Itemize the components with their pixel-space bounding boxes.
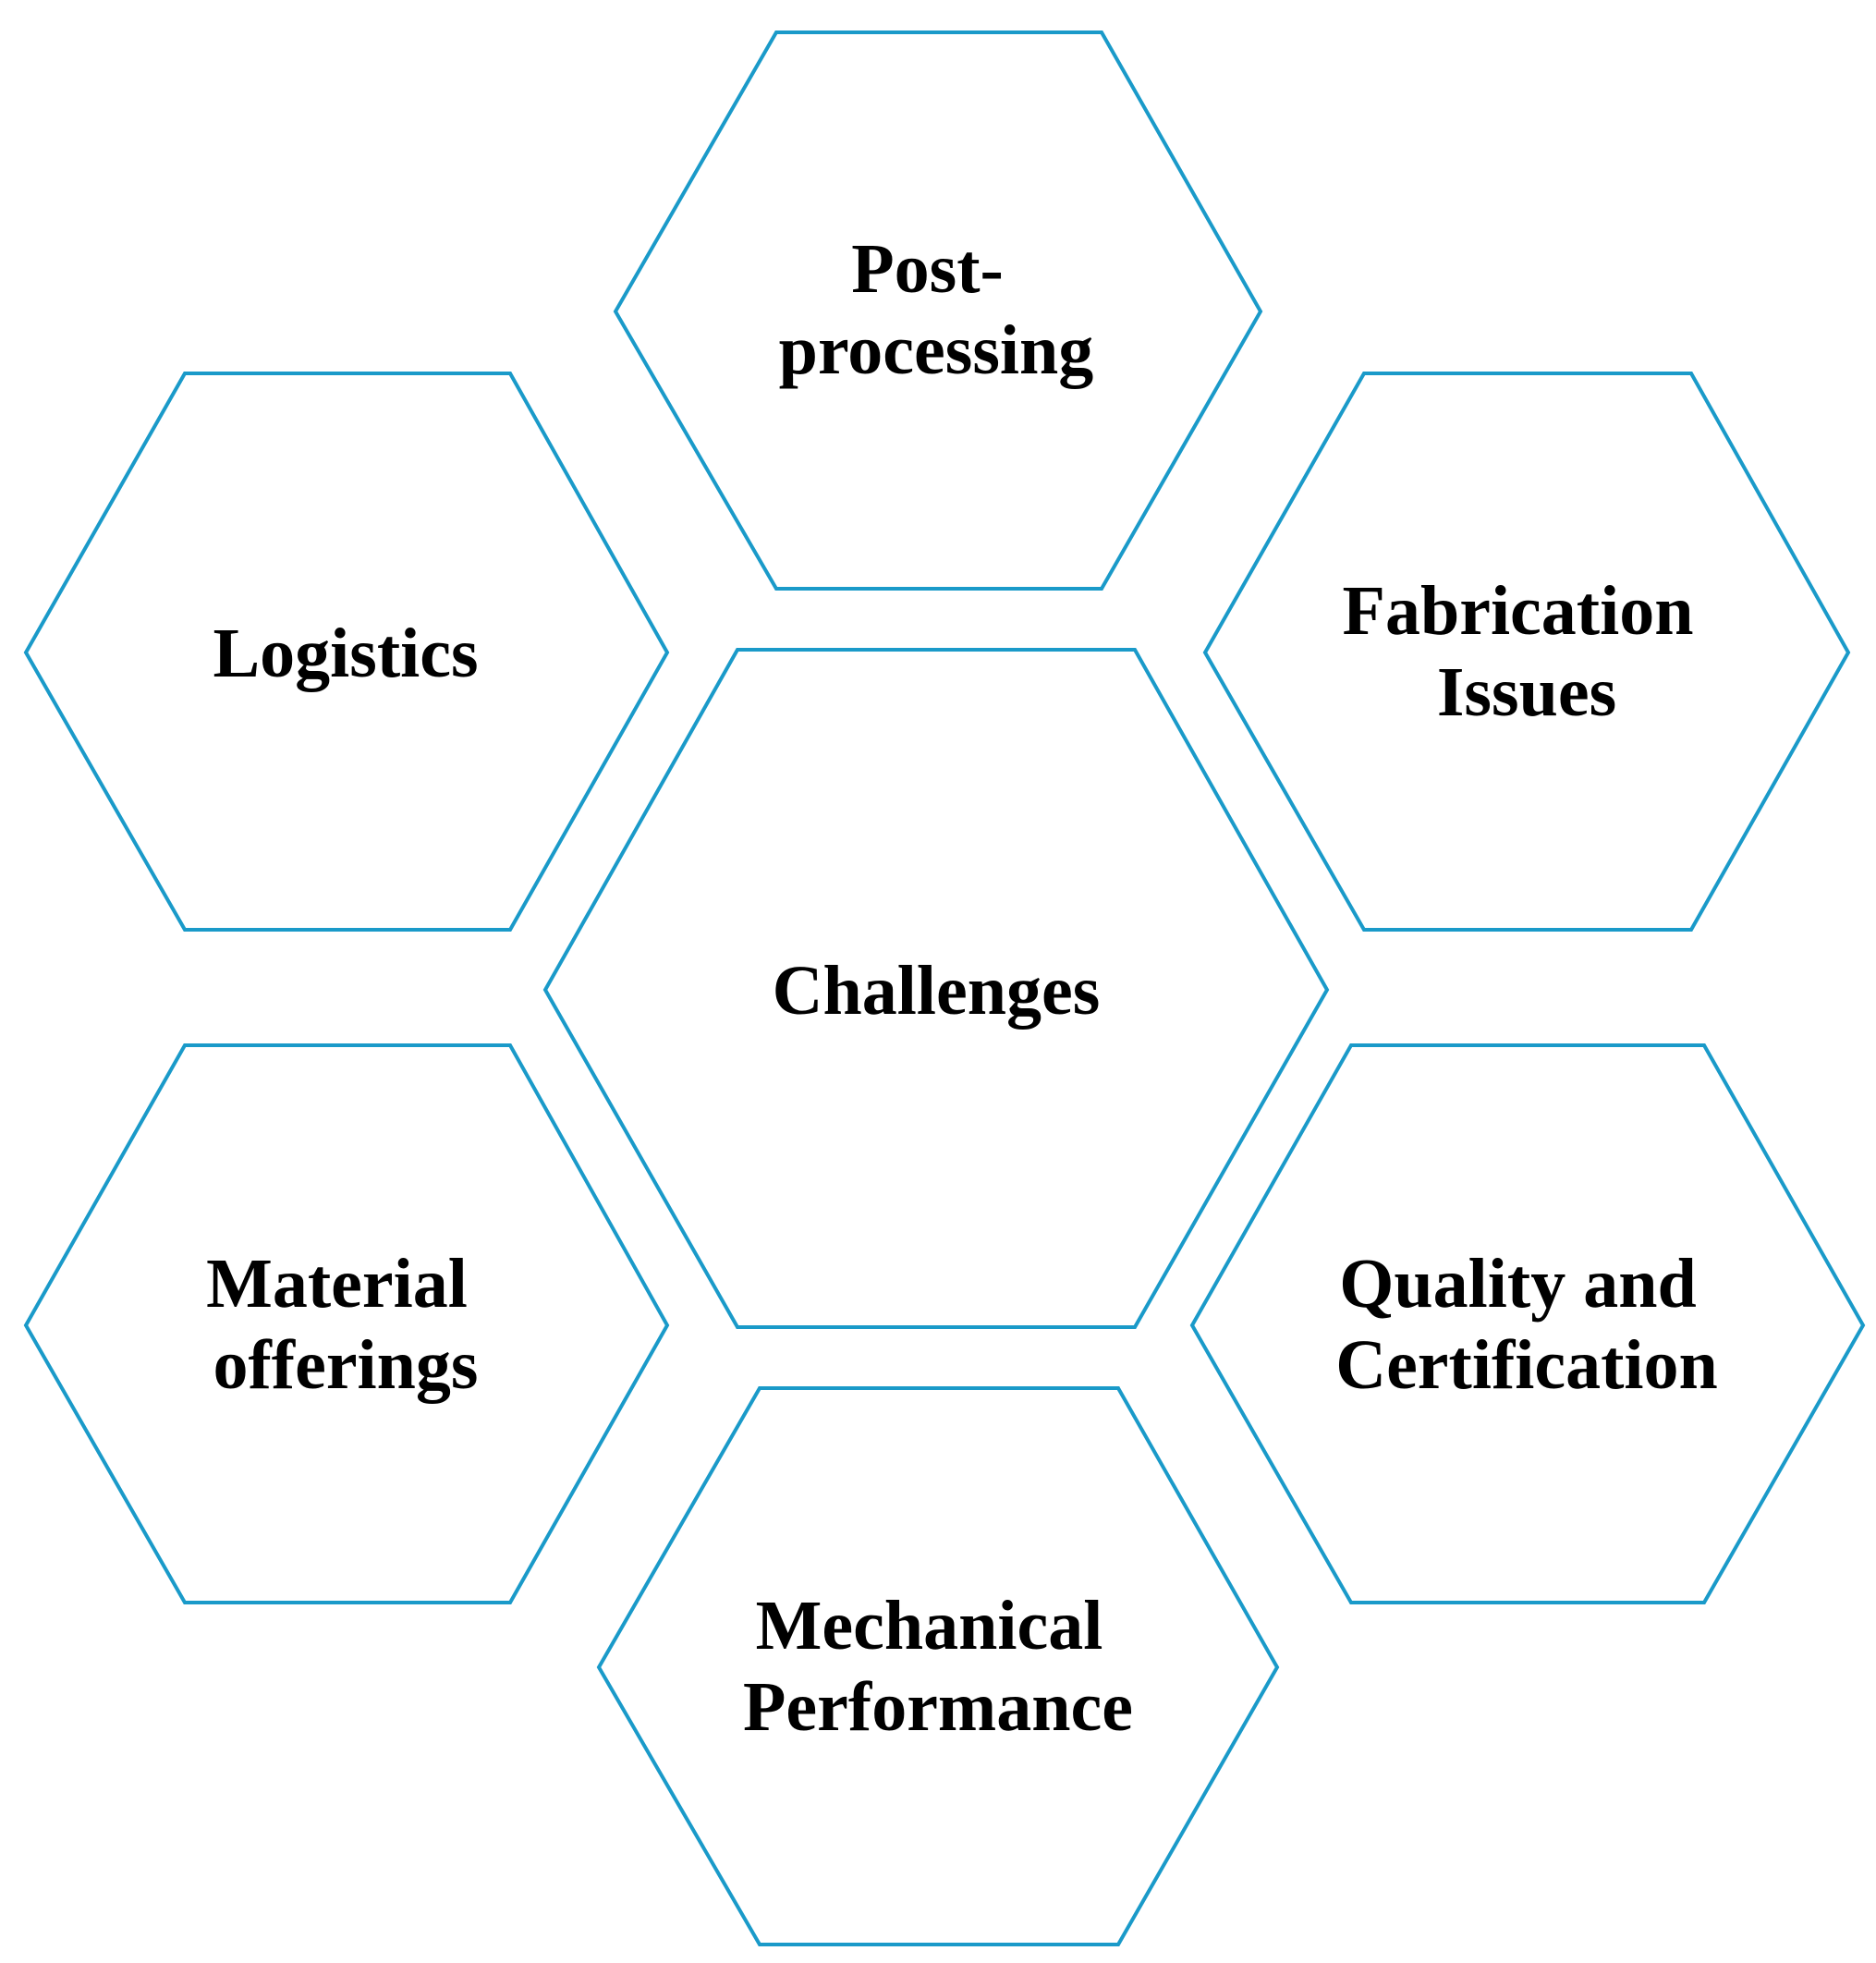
hex-challenges-label: Challenges — [773, 952, 1101, 1030]
hex-post-processing-line-2: processing — [779, 311, 1094, 389]
hex-challenges: Challenges — [542, 648, 1330, 1329]
hex-challenges-line-1: Challenges — [773, 952, 1101, 1030]
hex-challenges-outline — [542, 648, 1330, 1329]
hex-material-offerings: Material offerings — [23, 1043, 670, 1604]
hex-quality-and-certification-line-2: Certification — [1335, 1326, 1718, 1404]
hex-mechanical-performance-outline — [596, 1386, 1280, 1946]
hex-mechanical-performance-line-2: Performance — [743, 1668, 1133, 1746]
hex-logistics-line-1: Logistics — [213, 615, 478, 692]
hex-fabrication-issues-label: Fabrication Issues — [1343, 572, 1712, 731]
hex-material-offerings-label: Material offerings — [206, 1245, 485, 1404]
hex-quality-and-certification: Quality and Certification — [1189, 1043, 1866, 1604]
hex-logistics-outline — [23, 372, 670, 932]
hex-fabrication-issues-outline — [1202, 372, 1851, 932]
hex-quality-and-certification-line-1: Quality and — [1339, 1245, 1696, 1323]
hex-post-processing-line-1: Post- — [851, 230, 1004, 308]
hex-mechanical-performance: Mechanical Performance — [596, 1386, 1280, 1946]
hex-post-processing: Post- processing — [613, 30, 1263, 591]
hex-material-offerings-outline — [23, 1043, 670, 1604]
hex-fabrication-issues-line-2: Issues — [1437, 653, 1616, 731]
hex-material-offerings-line-2: offerings — [213, 1326, 478, 1404]
hex-mechanical-performance-label: Mechanical Performance — [743, 1587, 1133, 1746]
hex-quality-and-certification-label: Quality and Certification — [1335, 1245, 1718, 1404]
hex-logistics-label: Logistics — [213, 615, 478, 692]
hex-post-processing-label: Post- processing — [779, 230, 1094, 389]
hex-logistics: Logistics — [23, 372, 670, 932]
hex-fabrication-issues-line-1: Fabrication — [1343, 572, 1694, 650]
hex-mechanical-performance-line-1: Mechanical — [756, 1587, 1103, 1664]
hex-post-processing-outline — [613, 30, 1263, 591]
hex-material-offerings-line-1: Material — [206, 1245, 468, 1323]
hex-fabrication-issues: Fabrication Issues — [1202, 372, 1851, 932]
hex-quality-and-certification-outline — [1189, 1043, 1866, 1604]
